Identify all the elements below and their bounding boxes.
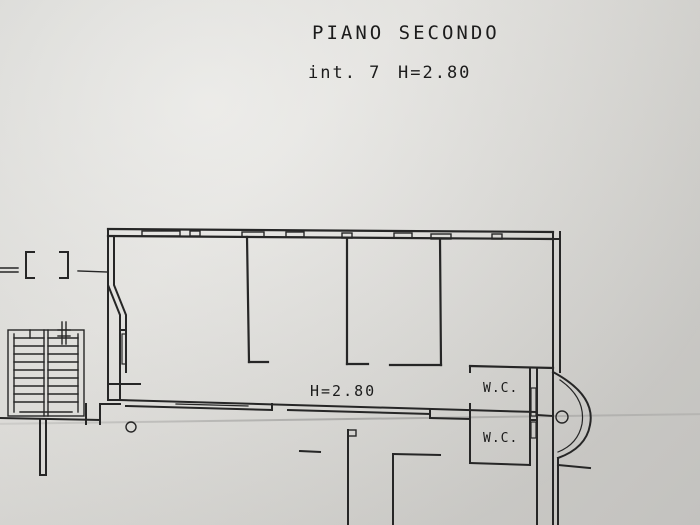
wc-lower-label: W.C. [483, 431, 519, 446]
ceiling-height: H=2.80 [398, 63, 472, 83]
staircase [7, 321, 85, 417]
unit-number: int. 7 [308, 63, 382, 83]
north-wall [106, 227, 555, 241]
lower-unit-walls [298, 429, 442, 525]
elevator-shaft [0, 251, 109, 279]
partition-walls [245, 235, 555, 370]
column-marker [125, 421, 137, 433]
room-height-label: H=2.80 [310, 382, 377, 400]
west-wall [107, 235, 127, 401]
south-wall [118, 398, 537, 421]
landing-walls [0, 383, 141, 476]
wc-walls [468, 365, 555, 467]
east-wall [552, 231, 561, 373]
drawing-title: PIANO SECONDO [312, 22, 500, 44]
semicircular-bay [536, 370, 592, 525]
wc-upper-label: W.C. [483, 381, 519, 396]
